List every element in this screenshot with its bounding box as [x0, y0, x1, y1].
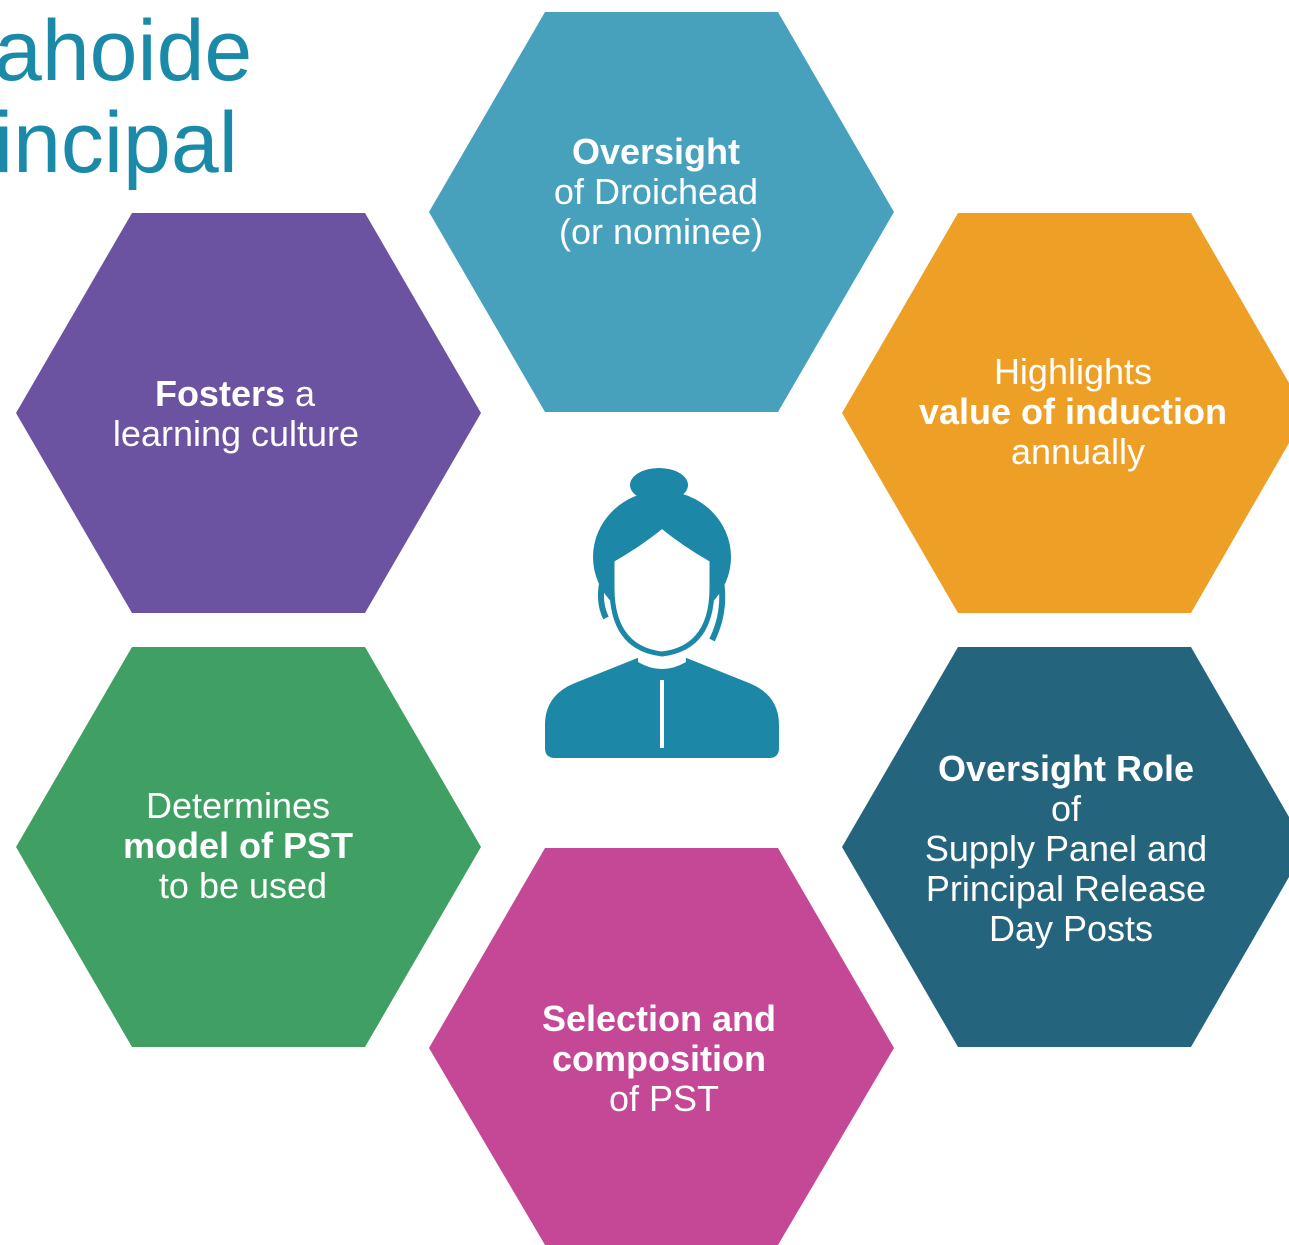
hexagon-line: learning culture — [113, 413, 359, 454]
hexagon-text-run: Selection and — [542, 998, 776, 1039]
hexagon-text-run: Fosters — [155, 373, 285, 414]
hexagon-line: Oversight — [572, 131, 740, 172]
hexagon-text-run: value of induction — [919, 391, 1227, 432]
hexagon-line: (or nominee) — [559, 211, 763, 252]
hexagon-line: model of PST — [123, 825, 353, 866]
hexagon-text-run: learning culture — [113, 413, 359, 454]
hexagon-oversight-role-shape — [842, 647, 1289, 1047]
title-line-1: ahoide — [0, 3, 253, 99]
hexagon-line: to be used — [159, 865, 327, 906]
hexagon-line: Oversight Role — [938, 748, 1194, 789]
hexagon-determines-label: Determines model of PST to be used — [123, 785, 363, 906]
hexagon-fosters-shape — [16, 213, 481, 613]
hexagon-determines-shape — [16, 647, 481, 1047]
hexagon-line: composition — [552, 1038, 766, 1079]
hexagon-line: of PST — [609, 1078, 719, 1119]
hexagon-text-run: Oversight Role — [938, 748, 1194, 789]
hexagon-text-run: a — [285, 373, 316, 414]
hexagon-oversight-role-label: Oversight Role of Supply Panel and Princ… — [925, 748, 1217, 949]
hexagon-line: Supply Panel and — [925, 828, 1207, 869]
hexagon-line: of Droichead — [554, 171, 758, 212]
hexagon-text-run: Determines — [146, 785, 330, 826]
hexagon-text-run: of PST — [609, 1078, 719, 1119]
hexagon-text-run: Day Posts — [989, 908, 1153, 949]
hexagon-text-run: composition — [552, 1038, 766, 1079]
hexagon-determines: Determines model of PST to be used — [16, 647, 481, 1047]
hexagon-text-run: Principal Release — [926, 868, 1206, 909]
title-line-2: incipal — [0, 95, 238, 191]
person-hair-strand — [598, 574, 609, 620]
person-hair-strand — [709, 574, 726, 642]
hexagon-line: value of induction — [919, 391, 1227, 432]
hexagon-line: Day Posts — [989, 908, 1153, 949]
hexagon-line: annually — [1011, 431, 1145, 472]
hexagon-text-run: Oversight — [572, 131, 740, 172]
hexagon-text-run: of Droichead — [554, 171, 758, 212]
hexagon-selection: Selection and composition of PST — [429, 848, 894, 1245]
hexagon-text-run: to be used — [159, 865, 327, 906]
hexagon-highlights: Highlights value of induction annually — [842, 213, 1289, 613]
hexagon-text-run: annually — [1011, 431, 1145, 472]
hexagon-highlights-label: Highlights value of induction annually — [919, 351, 1237, 472]
person-face — [609, 522, 715, 657]
hexagon-line: Determines — [146, 785, 330, 826]
hexagon-line: Highlights — [994, 351, 1152, 392]
hexagon-text-run: of — [1051, 788, 1082, 829]
hexagon-fosters: Fosters a learning culture — [16, 213, 481, 613]
hexagon-oversight-droichead-shape — [429, 12, 894, 412]
hexagon-text-run: model of PST — [123, 825, 353, 866]
hexagon-text-run: Supply Panel and — [925, 828, 1207, 869]
hexagon-selection-label: Selection and composition of PST — [542, 998, 786, 1119]
hexagon-oversight-droichead-label: Oversight of Droichead (or nominee) — [554, 131, 768, 252]
hexagon-line: of — [1051, 788, 1082, 829]
person-icon — [545, 468, 779, 758]
hexagon-fosters-label: Fosters a learning culture — [113, 373, 359, 454]
hexagon-line: Selection and — [542, 998, 776, 1039]
hexagon-oversight-droichead: Oversight of Droichead (or nominee) — [429, 12, 894, 412]
hexagon-highlights-shape — [842, 213, 1289, 613]
hexagon-selection-shape — [429, 848, 894, 1245]
hexagon-line: Principal Release — [926, 868, 1206, 909]
hexagon-oversight-role: Oversight Role of Supply Panel and Princ… — [842, 647, 1289, 1047]
hexagon-text-run: (or nominee) — [559, 211, 763, 252]
hexagon-text-run: Highlights — [994, 351, 1152, 392]
hexagon-line: Fosters a — [155, 373, 316, 414]
